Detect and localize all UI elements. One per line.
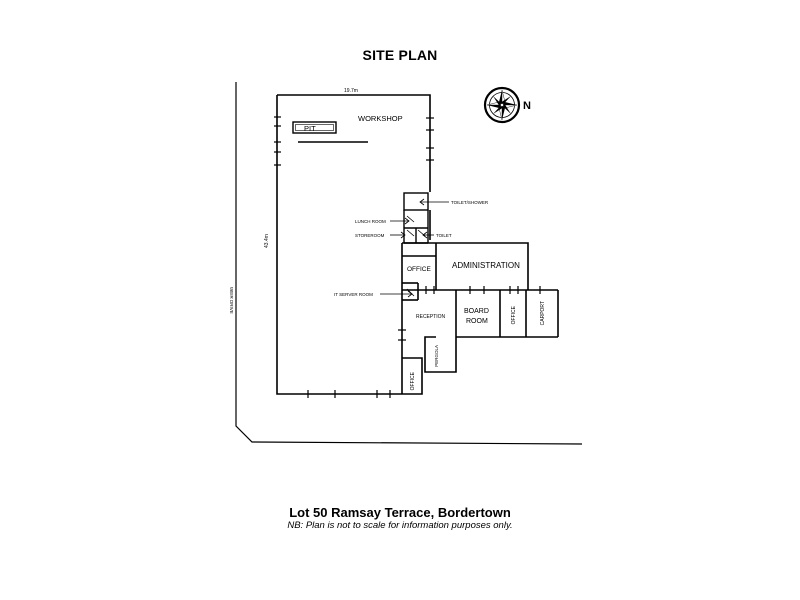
depth-dimension: 43.4m <box>264 234 270 248</box>
office-label: OFFICE <box>407 266 431 273</box>
it-server-room-label: IT SERVER ROOM <box>334 292 373 297</box>
disclaimer-note: NB: Plan is not to scale for information… <box>287 520 513 531</box>
callout-arrows <box>380 198 449 298</box>
storeroom-label: STOREROOM <box>355 233 385 238</box>
street-label: WEIR DRIVE <box>229 287 234 314</box>
workshop-ticks <box>274 116 434 398</box>
side-office-label: OFFICE <box>511 305 517 324</box>
workshop-outline <box>276 94 431 395</box>
amenities-block <box>403 192 429 244</box>
site-boundary <box>235 82 583 445</box>
toilet-shower-label: TOILET/SHOWER <box>451 200 489 205</box>
admin-ticks <box>398 286 541 341</box>
compass-icon <box>483 86 521 124</box>
pergola-label: PERGOLA <box>434 345 439 367</box>
reception-label: RECEPTION <box>416 314 446 320</box>
board-room-label-2: ROOM <box>466 318 488 325</box>
north-label: N <box>523 100 531 112</box>
workshop-label: WORKSHOP <box>358 114 403 123</box>
administration-label: ADMINISTRATION <box>452 261 520 270</box>
front-office-label: OFFICE <box>410 371 416 390</box>
toilet-label: TOILET <box>436 233 452 238</box>
width-dimension: 19.7m <box>344 88 358 94</box>
plan-title: SITE PLAN <box>362 47 438 63</box>
board-room-label-1: BOARD <box>464 308 489 315</box>
pit-label: PIT <box>304 124 316 133</box>
pit <box>292 121 337 134</box>
admin-block <box>401 242 559 395</box>
carport-label: CARPORT <box>540 301 546 325</box>
property-address: Lot 50 Ramsay Terrace, Bordertown <box>289 505 511 520</box>
lunch-room-label: LUNCH ROOM <box>355 219 386 224</box>
